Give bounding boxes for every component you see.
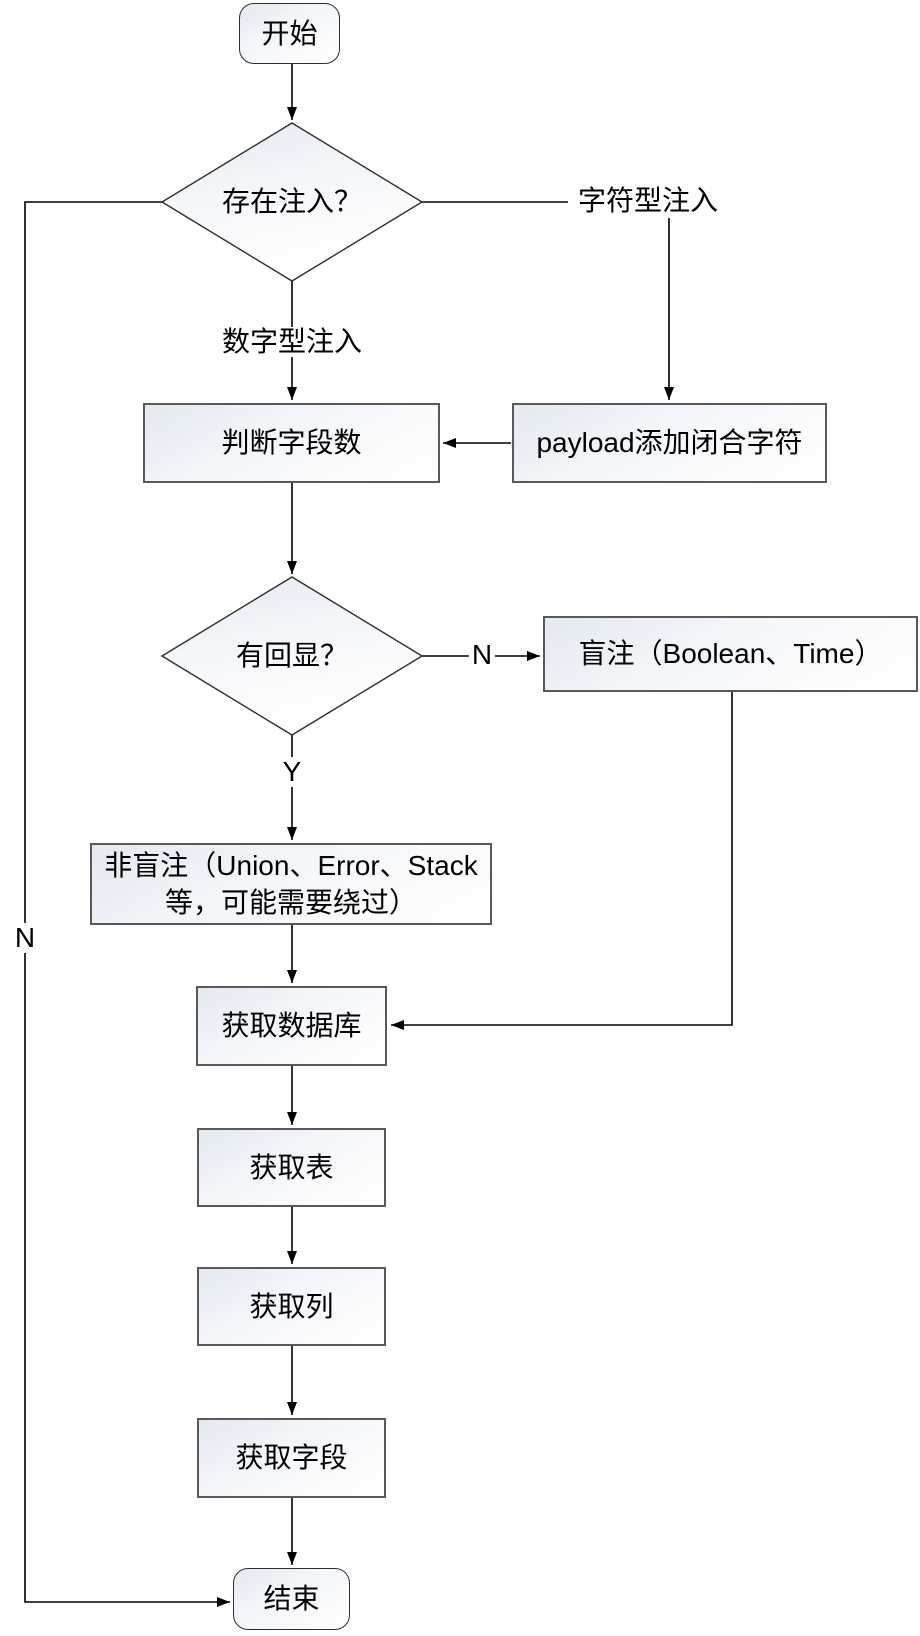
start-label: 开始 <box>261 17 318 49</box>
process-get-column: 获取列 <box>197 1267 386 1346</box>
process-get-table: 获取表 <box>197 1128 386 1207</box>
get-database-label: 获取数据库 <box>221 1010 362 1041</box>
determine-field-count-label: 判断字段数 <box>221 427 362 458</box>
get-column-label: 获取列 <box>249 1290 334 1322</box>
decision-has-echo-shape <box>160 576 424 736</box>
payload-add-closing-chars-label: payload添加闭合字符 <box>536 427 803 458</box>
end-label: 结束 <box>263 1583 320 1614</box>
process-payload-add-closing-chars: payload添加闭合字符 <box>512 403 827 483</box>
process-get-database: 获取数据库 <box>196 986 387 1066</box>
edge-label-numeric-injection: 数字型注入 <box>218 327 366 357</box>
start-node: 开始 <box>239 3 340 64</box>
decision-injection-exists-shape <box>160 122 424 282</box>
decision-injection-exists-label: 存在注入？ <box>221 186 363 217</box>
process-non-blind-injection: 非盲注（Union、Error、Stack 等，可能需要绕过） <box>90 843 492 925</box>
get-field-label: 获取字段 <box>235 1442 348 1473</box>
edge-label-no-injection: N <box>11 923 39 953</box>
edge-label-char-injection: 字符型注入 <box>574 186 722 216</box>
process-blind-injection: 盲注（Boolean、Time） <box>543 616 918 692</box>
process-determine-field-count: 判断字段数 <box>143 403 440 483</box>
end-node: 结束 <box>233 1568 350 1630</box>
process-get-field: 获取字段 <box>197 1418 386 1498</box>
edge-blind-to-get-database <box>391 692 733 1030</box>
non-blind-injection-label-line2: 等，可能需要绕过） <box>164 887 417 918</box>
edge-label-no-echo: N <box>468 640 496 670</box>
edge-no-injection-to-end <box>24 201 230 1607</box>
non-blind-injection-label-line1: 非盲注（Union、Error、Stack <box>104 850 478 881</box>
edge-label-yes-echo: Y <box>279 757 305 787</box>
blind-injection-label: 盲注（Boolean、Time） <box>578 638 883 669</box>
get-table-label: 获取表 <box>249 1151 334 1183</box>
decision-has-echo-label: 有回显？ <box>235 640 349 671</box>
